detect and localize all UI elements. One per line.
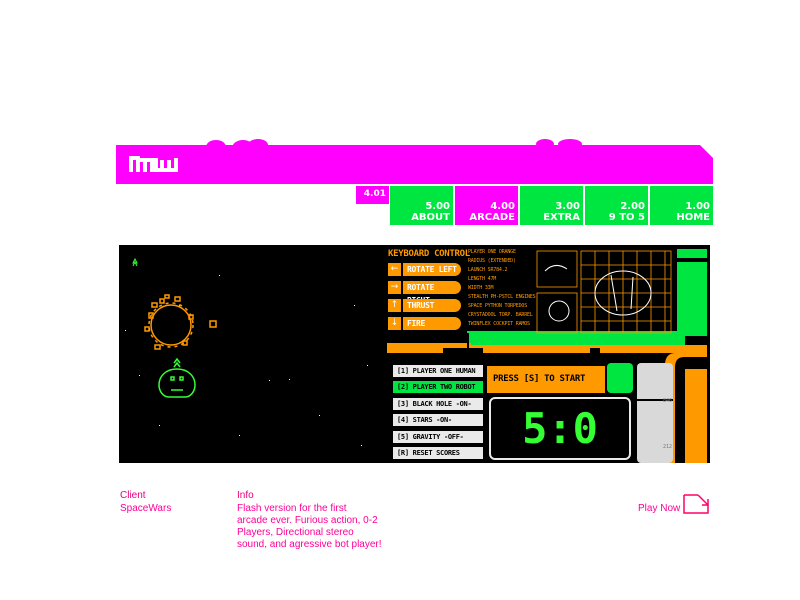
play-now-link[interactable]: Play Now (638, 494, 710, 516)
info-label: Info (237, 490, 254, 501)
info-line: Players, Directional stereo (237, 527, 354, 538)
arrow-down-icon: ↓ (388, 317, 401, 330)
radar-diagram-icon (536, 250, 672, 334)
control-fire: FIRE (403, 317, 461, 330)
header-cloud (248, 139, 268, 151)
nav-extra[interactable]: 3.00 EXTRA (520, 186, 583, 225)
spec-line: TWINFLEX COCKPIT RAMOS (468, 321, 530, 327)
play-arrow-icon (683, 494, 709, 514)
score-display (489, 397, 631, 460)
arrow-right-icon: → (388, 281, 401, 294)
header-bar (116, 145, 713, 184)
spec-line: SPACE PYTHON TORPEDOS (468, 303, 528, 309)
client-value: SpaceWars (120, 503, 172, 514)
header-cloud (218, 146, 232, 158)
control-thrust: THRUST (403, 299, 461, 312)
score-value: 5:0 (522, 404, 598, 453)
nav-number: 1.00 (685, 201, 710, 212)
nav-label: ARCADE (469, 212, 515, 223)
info-line: sound, and agressive bot player! (237, 539, 382, 550)
version-label: 4.01 (363, 188, 386, 199)
nav-number: 4.00 (490, 201, 515, 212)
header-cloud (558, 139, 582, 149)
info-line: Flash version for the first (237, 503, 347, 514)
header-corner (700, 145, 714, 159)
spec-line: PLAYER ONE ORANGE (468, 249, 516, 255)
meter-top-value: 846 (663, 398, 673, 404)
keyboard-control-title: KEYBOARD CONTROL (388, 249, 470, 259)
version-badge: 4.01 (356, 186, 389, 204)
space-playfield[interactable] (119, 245, 384, 463)
nav-label: ABOUT (411, 212, 450, 223)
arrow-up-icon: ↑ (388, 299, 401, 312)
nav-number: 2.00 (620, 201, 645, 212)
nav-about[interactable]: 5.00 ABOUT (390, 186, 453, 225)
client-label: Client (120, 490, 146, 501)
nav-number: 5.00 (425, 201, 450, 212)
spec-line: LAUNCH SR784.2 (468, 267, 508, 273)
meter-bottom-value: 212 (663, 444, 673, 450)
spec-line: LENGTH 47M (468, 276, 497, 282)
option-black-hole[interactable]: [3] BLACK HOLE -ON- (393, 398, 483, 410)
nav-arcade[interactable]: 4.00 ARCADE (455, 186, 518, 225)
nav-number: 3.00 (555, 201, 580, 212)
spec-line: CRYSTADOOL TORP. BARREL (468, 312, 533, 318)
nav-label: HOME (676, 212, 710, 223)
console-frame (387, 249, 707, 463)
nav-9-to-5[interactable]: 2.00 9 TO 5 (585, 186, 648, 225)
info-line: arcade ever. Furious action, 0-2 (237, 515, 378, 526)
header-cloud (540, 141, 550, 151)
press-start-label: PRESS [S] TO START (487, 366, 605, 393)
play-now-label: Play Now (638, 503, 681, 514)
option-gravity[interactable]: [5] GRAVITY -OFF- (393, 431, 483, 443)
player-ship-icon (158, 357, 196, 398)
nav-label: 9 TO 5 (608, 212, 645, 223)
arrow-left-icon: ← (388, 263, 401, 276)
black-hole-icon (144, 294, 217, 350)
spec-line: STEALTH PH-PSTCL ENGINES (468, 294, 536, 300)
nav-home[interactable]: 1.00 HOME (650, 186, 713, 225)
spec-line: RADIUS (EXTENDED) (468, 258, 516, 264)
enemy-ship-icon (132, 257, 138, 267)
control-rotate-left: ROTATE LEFT (403, 263, 461, 276)
option-stars[interactable]: [4] STARS -ON- (393, 414, 483, 426)
option-player-one[interactable]: [1] PLAYER ONE HUMAN (393, 365, 483, 377)
logo-icon[interactable] (128, 152, 180, 176)
option-reset-scores[interactable]: [R] RESET SCORES (393, 447, 483, 459)
option-player-two[interactable]: [2] PLAYER TWO ROBOT (393, 381, 483, 393)
control-rotate-right: ROTATE RIGHT (403, 281, 461, 305)
nav-label: EXTRA (543, 212, 580, 223)
spec-line: WIDTH 33M (468, 285, 494, 291)
